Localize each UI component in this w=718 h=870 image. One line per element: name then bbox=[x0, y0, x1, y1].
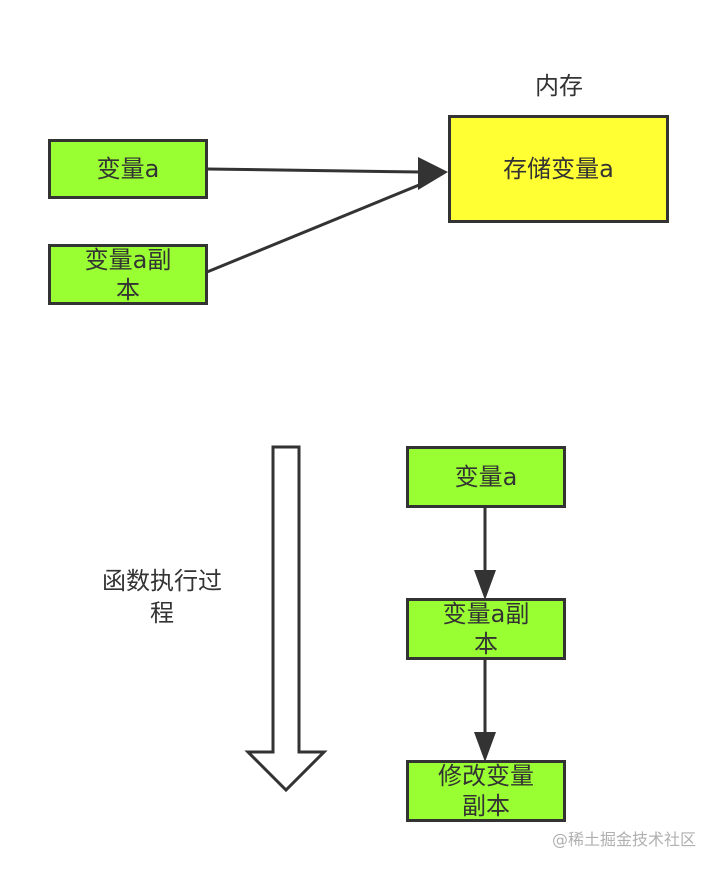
modify-copy-box: 修改变量副本 bbox=[406, 760, 566, 822]
arrow-copy-to-storage bbox=[206, 181, 425, 274]
var-a-copy-box-bottom: 变量a副本 bbox=[406, 598, 566, 660]
arrowhead-var-to-copy bbox=[474, 570, 496, 600]
process-down-arrow bbox=[244, 445, 328, 793]
var-a-box-top: 变量a bbox=[48, 139, 208, 199]
storage-box: 存储变量a bbox=[448, 115, 669, 223]
arrowhead-var-to-storage bbox=[418, 157, 448, 190]
var-a-copy-box-top: 变量a副本 bbox=[48, 244, 208, 305]
var-a-box-bottom: 变量a bbox=[406, 446, 566, 508]
memory-label: 内存 bbox=[535, 72, 583, 100]
arrowhead-copy-to-modify bbox=[474, 732, 496, 762]
process-label: 函数执行过程 bbox=[102, 567, 222, 627]
arrow-var-to-storage bbox=[206, 167, 421, 174]
watermark: @稀土掘金技术社区 bbox=[551, 830, 696, 849]
